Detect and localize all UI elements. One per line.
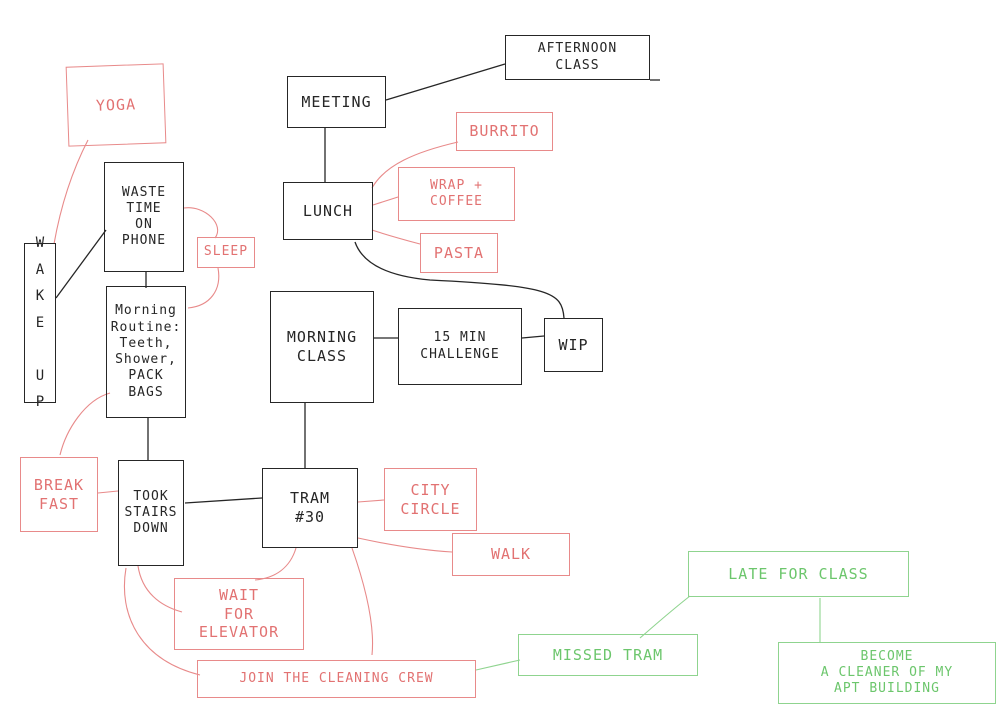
node-lunch: LUNCH	[283, 182, 373, 240]
node-15-min-challenge: 15 MIN CHALLENGE	[398, 308, 522, 385]
node-wake-up: W A K E U P	[24, 235, 56, 410]
connector-missed-late	[639, 595, 691, 639]
node-join-cleaning-crew: JOIN THE CLEANING CREW	[197, 660, 476, 698]
connector-lunch-wrap	[372, 196, 399, 206]
node-waste-time: WASTE TIME ON PHONE	[104, 162, 184, 272]
node-become-cleaner: BECOME A CLEANER OF MY APT BUILDING	[778, 642, 996, 704]
node-wip: WIP	[544, 318, 603, 372]
connector-sleep-routine	[187, 267, 220, 309]
connector-meeting-afternoon	[385, 63, 506, 101]
connector-tram-cleaning	[351, 547, 374, 656]
connector-stairs-cleaning	[123, 567, 201, 676]
node-city-circle: CITY CIRCLE	[384, 468, 477, 531]
connector-waste-sleep	[183, 207, 219, 239]
connector-stairs-elevator	[137, 565, 183, 613]
node-tram-30: TRAM #30	[262, 468, 358, 548]
connector-tram-elevator	[254, 547, 297, 581]
node-morning-routine: Morning Routine: Teeth, Shower, PACK BAG…	[106, 286, 186, 418]
node-breakfast: BREAK FAST	[20, 457, 98, 532]
connector-routine-breakfast	[59, 392, 111, 456]
node-took-stairs: TOOK STAIRS DOWN	[118, 460, 184, 566]
node-yoga: YOGA	[65, 63, 167, 147]
node-meeting: MEETING	[287, 76, 386, 128]
connector-wip-lunch	[354, 241, 565, 319]
node-walk: WALK	[452, 533, 570, 576]
connector-lunch-burrito	[371, 141, 459, 189]
node-pasta: PASTA	[420, 233, 498, 273]
node-sleep: SLEEP	[197, 237, 255, 268]
connector-challenge-wip	[521, 335, 545, 339]
node-wait-elevator: WAIT FOR ELEVATOR	[174, 578, 304, 650]
connector-tram-city	[357, 499, 385, 503]
connector-wakeup-yoga	[53, 139, 89, 245]
connector-wakeup-waste	[55, 229, 107, 299]
node-afternoon-class: AFTERNOON CLASS	[505, 35, 650, 80]
connector-stairs-tram	[184, 497, 263, 504]
node-burrito: BURRITO	[456, 112, 553, 151]
node-morning-class: MORNING CLASS	[270, 291, 374, 403]
node-late-for-class: LATE FOR CLASS	[688, 551, 909, 597]
connector-breakfast-stairs	[97, 490, 119, 494]
node-wrap-coffee: WRAP + COFFEE	[398, 167, 515, 221]
connector-lunch-pasta	[371, 229, 421, 245]
connector-cleaning-missed	[475, 659, 521, 671]
connector-tram-walk	[357, 537, 453, 553]
node-missed-tram: MISSED TRAM	[518, 634, 698, 676]
